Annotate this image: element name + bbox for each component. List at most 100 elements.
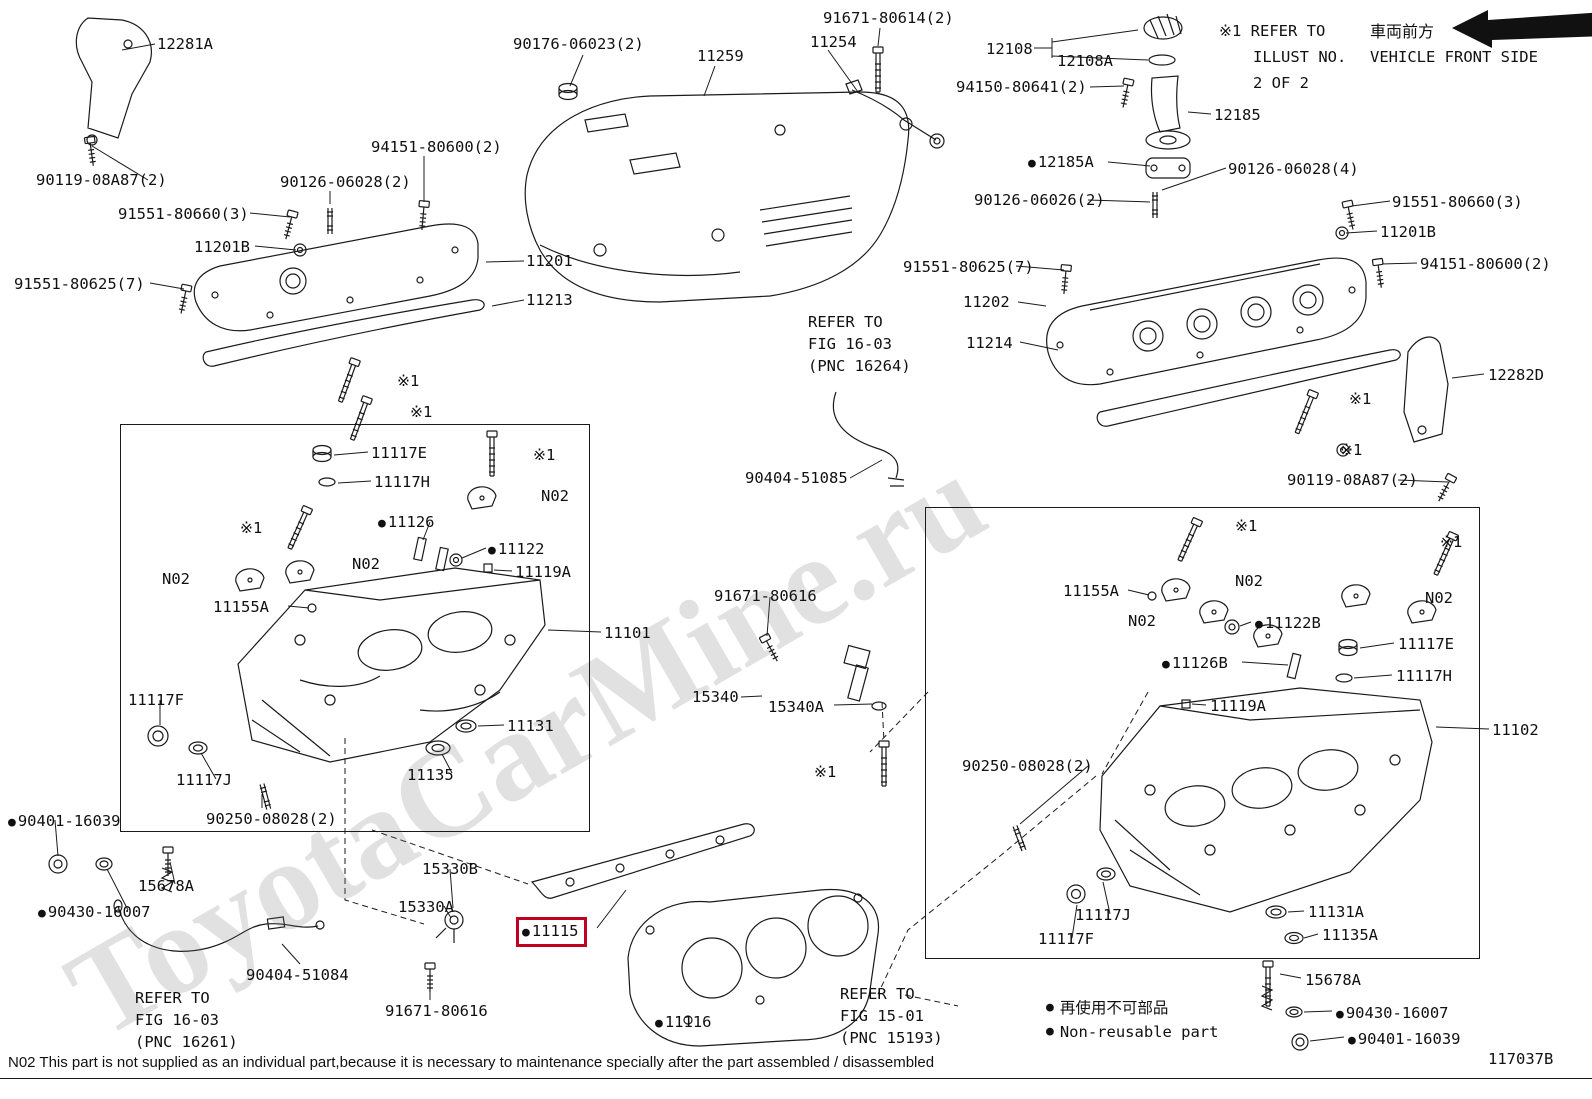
part-label-90430-16007[interactable]: ●90430-16007: [1336, 1004, 1448, 1024]
part-number-text: 90176-06023(2): [513, 35, 644, 53]
part-label-11155A[interactable]: 11155A: [1063, 582, 1119, 601]
part-number-text: 11117J: [1075, 906, 1131, 924]
part-number-text: 11202: [963, 293, 1010, 311]
part-label-91671-80616[interactable]: 91671-80616: [385, 1002, 488, 1021]
part-label-90404-51084[interactable]: 90404-51084: [246, 966, 349, 985]
part-label-11122[interactable]: ●11122: [488, 540, 545, 560]
part-label-11117F[interactable]: 11117F: [128, 691, 184, 710]
part-label-11119A[interactable]: 11119A: [1210, 697, 1266, 716]
part-label-12185[interactable]: 12185: [1214, 106, 1261, 125]
part-label-11117H[interactable]: 11117H: [1396, 667, 1452, 686]
part-label-15330B[interactable]: 15330B: [422, 860, 478, 879]
part-label-11102[interactable]: 11102: [1492, 721, 1539, 740]
illust-ref-line-1: ※1 REFER TO: [1219, 22, 1326, 40]
part-number-text: 11101: [604, 624, 651, 642]
part-label-90401-16039[interactable]: ●90401-16039: [1348, 1030, 1460, 1050]
part-label-11201B[interactable]: 11201B: [194, 238, 250, 257]
part-label-94151-80600(2)[interactable]: 94151-80600(2): [371, 138, 502, 157]
part-label-15340[interactable]: 15340: [692, 688, 739, 707]
part-label-15330A[interactable]: 15330A: [398, 898, 454, 917]
part-number-text: 12185: [1214, 106, 1261, 124]
refer-note-line: FIG 15-01: [840, 1007, 924, 1025]
part-number-text: 90401-16039: [1357, 1030, 1461, 1048]
part-label-90176-06023(2)[interactable]: 90176-06023(2): [513, 35, 644, 54]
part-label-11115[interactable]: ●11115: [516, 917, 587, 947]
part-label-12108A[interactable]: 12108A: [1057, 52, 1113, 71]
part-number-text: 15340: [692, 688, 739, 706]
part-label-91551-80660(3)[interactable]: 91551-80660(3): [118, 205, 249, 224]
part-label-91551-80625(7)[interactable]: 91551-80625(7): [903, 258, 1034, 277]
part-label-11214[interactable]: 11214: [966, 334, 1013, 353]
part-number-text: 11119A: [515, 563, 571, 581]
part-label-11117E[interactable]: 11117E: [1398, 635, 1454, 654]
part-label-90119-08A87(2)[interactable]: 90119-08A87(2): [1287, 471, 1418, 490]
part-label-11135[interactable]: 11135: [407, 766, 454, 785]
part-label-11101[interactable]: 11101: [604, 624, 651, 643]
part-label-11122B[interactable]: ●11122B: [1255, 614, 1321, 634]
part-label-90126-06028(4)[interactable]: 90126-06028(4): [1228, 160, 1359, 179]
part-number-text: 11102: [1492, 721, 1539, 739]
refer-note-line: REFER TO: [840, 985, 915, 1003]
part-label-91551-80660(3)[interactable]: 91551-80660(3): [1392, 193, 1523, 212]
part-label-15678A[interactable]: 15678A: [138, 877, 194, 896]
part-label-12185A[interactable]: ●12185A: [1028, 153, 1094, 173]
part-label-11259[interactable]: 11259: [697, 47, 744, 66]
refer-note-line: (PNC 16261): [135, 1033, 238, 1051]
part-label-15678A[interactable]: 15678A: [1305, 971, 1361, 990]
part-label-90250-08028(2)[interactable]: 90250-08028(2): [206, 810, 337, 829]
part-label-90126-06026(2)[interactable]: 90126-06026(2): [974, 191, 1105, 210]
part-label-90119-08A87(2)[interactable]: 90119-08A87(2): [36, 171, 167, 190]
part-number-text: 12281A: [157, 35, 213, 53]
footer-note: N02 This part is not supplied as an indi…: [8, 1054, 935, 1071]
part-label-11117H[interactable]: 11117H: [374, 473, 430, 492]
part-label-12282D[interactable]: 12282D: [1488, 366, 1544, 385]
part-label-11117E[interactable]: 11117E: [371, 444, 427, 463]
part-label-11254[interactable]: 11254: [810, 33, 857, 52]
part-label-11131A[interactable]: 11131A: [1308, 903, 1364, 922]
part-label-11116[interactable]: ●11116: [655, 1013, 712, 1033]
refer-note-line: REFER TO: [808, 313, 883, 331]
part-number-text: 11117F: [1038, 930, 1094, 948]
part-label-11126B[interactable]: ●11126B: [1162, 654, 1228, 674]
part-label-12281A[interactable]: 12281A: [157, 35, 213, 54]
part-label-91551-80625(7)[interactable]: 91551-80625(7): [14, 275, 145, 294]
part-label-90250-08028(2)[interactable]: 90250-08028(2): [962, 757, 1093, 776]
part-number-text: 11116: [664, 1013, 712, 1031]
part-label-11117J[interactable]: 11117J: [1075, 906, 1131, 925]
part-label-15340A[interactable]: 15340A: [768, 698, 824, 717]
part-number-text: 12108: [986, 40, 1033, 58]
part-label-11202[interactable]: 11202: [963, 293, 1010, 312]
refer-note: REFER TO FIG 15-01 (PNC 15193): [840, 983, 943, 1049]
part-label-12108[interactable]: 12108: [986, 40, 1033, 59]
part-label-90126-06028(2)[interactable]: 90126-06028(2): [280, 173, 411, 192]
part-label-94150-80641(2)[interactable]: 94150-80641(2): [956, 78, 1087, 97]
refer-note-line: (PNC 15193): [840, 1029, 943, 1047]
part-label-11155A[interactable]: 11155A: [213, 598, 269, 617]
part-number-text: 11126B: [1171, 654, 1228, 672]
asterisk1-marker: ※1: [1340, 441, 1363, 459]
part-number-text: 11259: [697, 47, 744, 65]
part-label-11119A[interactable]: 11119A: [515, 563, 571, 582]
part-label-90401-16039[interactable]: ●90401-16039: [8, 812, 120, 832]
part-label-11126[interactable]: ●11126: [378, 513, 435, 533]
part-label-11131[interactable]: 11131: [507, 717, 554, 736]
non-reusable-bullet-icon: ●: [8, 815, 16, 830]
part-label-11117J[interactable]: 11117J: [176, 771, 232, 790]
part-label-11213[interactable]: 11213: [526, 291, 573, 310]
part-label-91671-80614(2)[interactable]: 91671-80614(2): [823, 9, 954, 28]
part-label-91671-80616[interactable]: 91671-80616: [714, 587, 817, 606]
part-number-text: 12282D: [1488, 366, 1544, 384]
illust-ref-line-3: 2 OF 2: [1253, 74, 1309, 92]
part-label-11117F[interactable]: 11117F: [1038, 930, 1094, 949]
part-label-90404-51085[interactable]: 90404-51085: [745, 469, 848, 488]
part-number-text: 15330B: [422, 860, 478, 878]
part-label-90430-16007[interactable]: ●90430-16007: [38, 903, 150, 923]
non-reusable-bullet-icon: ●: [38, 906, 46, 921]
part-label-94151-80600(2)[interactable]: 94151-80600(2): [1420, 255, 1551, 274]
part-label-11201[interactable]: 11201: [526, 252, 573, 271]
vehicle-front-side-note: 車両前方 VEHICLE FRONT SIDE: [1368, 6, 1592, 80]
part-label-11201B[interactable]: 11201B: [1380, 223, 1436, 242]
part-label-11135A[interactable]: 11135A: [1322, 926, 1378, 945]
